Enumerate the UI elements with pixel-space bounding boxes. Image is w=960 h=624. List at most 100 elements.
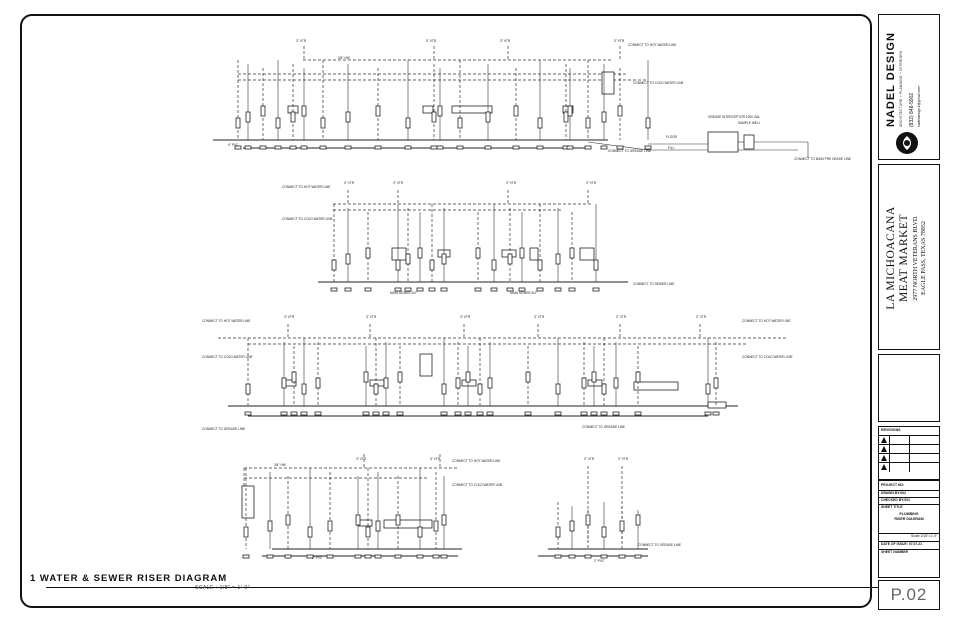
label-vtr-3: 3" VTR	[500, 39, 511, 43]
pipe-tag	[315, 377, 321, 389]
pipe-tag	[365, 526, 371, 538]
pipe-tag	[487, 377, 493, 389]
fitting-tag	[266, 554, 274, 559]
fitting-tag	[580, 411, 588, 416]
revision-triangle-icon	[881, 437, 887, 443]
fitting-tag	[300, 145, 308, 150]
pipe-tag	[569, 247, 575, 259]
label-vtr-17: 3" VTR	[584, 457, 595, 461]
label-vtr-5: 3" VTR	[344, 181, 355, 185]
label-main-sewer-2: MAIN SEWER 3/4"	[510, 291, 537, 295]
footer-rule	[46, 587, 892, 588]
pipe-tag	[457, 117, 463, 129]
drawn-by: DRAWN BY:002	[879, 490, 939, 497]
pipe-tag	[405, 117, 411, 129]
pipe-tag	[519, 247, 525, 259]
pipe-tag	[567, 105, 573, 117]
revision-row	[879, 462, 939, 472]
fitting-tag	[416, 554, 424, 559]
label-hot-water-1: CONNECT TO HOT WATER LINE	[628, 43, 676, 47]
pipe-tag	[397, 371, 403, 383]
fitting-tag	[512, 145, 520, 150]
pipe-tag	[267, 520, 273, 532]
fitting-tag	[454, 411, 462, 416]
revision-row	[879, 435, 939, 445]
pipe-tag	[405, 253, 411, 265]
label-vtr-18: 3" VTR	[618, 457, 629, 461]
project-no: PROJECT NO:	[881, 483, 905, 487]
fitting-tag	[330, 287, 338, 292]
fitting-tag	[314, 411, 322, 416]
pipe-tag	[365, 247, 371, 259]
riser-section-4: 3" VTR 3" VTR CONNECT TO HOT WATER LINE …	[241, 457, 503, 560]
pipe-tag	[345, 111, 351, 123]
label-cold-water-2: CONNECT TO COLD WATER LINE	[282, 217, 333, 221]
riser-section-5: 3" VTR 3" VTR CONNECT TO GREASE LINE 2" …	[538, 457, 681, 563]
pipe-tag	[245, 111, 251, 123]
fitting-tag	[634, 411, 642, 416]
label-vtr-2: 3" VTR	[426, 39, 437, 43]
label-cold-water-1: CONNECT TO COLD WATER LINE	[633, 81, 684, 85]
fitting-tag	[568, 287, 576, 292]
pipe-tag	[563, 111, 569, 123]
pipe-tag	[281, 377, 287, 389]
fitting-tag	[306, 554, 314, 559]
label-hot-water-3b: CONNECT TO HOT WATER LINE	[742, 319, 790, 323]
sheet-title-label: SHEET TITLE	[879, 504, 939, 511]
pipe-tag	[441, 253, 447, 265]
revisions-box: REVISIONS	[878, 426, 940, 480]
sheet-title-2: RISER DIAGRAM	[894, 517, 924, 521]
pipe-tag	[441, 383, 447, 395]
pipe-tag	[619, 520, 625, 532]
label-vtr-6: 3" VTR	[393, 181, 404, 185]
fitting-tag	[464, 411, 472, 416]
pipe-tag	[593, 259, 599, 271]
label-grease-3b: CONNECT TO GREASE LINE	[582, 425, 625, 429]
project-name-line2: MEAT MARKET	[898, 213, 910, 303]
company-name: NADEL DESIGN	[885, 32, 897, 127]
pipe-tag	[713, 377, 719, 389]
fitting-tag	[284, 554, 292, 559]
fitting-tag	[344, 145, 352, 150]
fitting-tag	[486, 411, 494, 416]
fitting-tag	[644, 145, 652, 150]
pipe-tag	[441, 514, 447, 526]
pipe-tag	[555, 253, 561, 265]
pipe-tag	[585, 117, 591, 129]
fitting-tag	[362, 411, 370, 416]
diagram-title: 1 WATER & SEWER RISER DIAGRAM	[30, 573, 228, 584]
fitting-tag	[244, 411, 252, 416]
pipe-tag	[513, 105, 519, 117]
fitting-tag	[474, 287, 482, 292]
sheet-title-1: PLUMBING	[899, 512, 919, 516]
fitting-tag	[396, 411, 404, 416]
pipe-tag	[601, 383, 607, 395]
label-floor: FLOOR	[666, 135, 678, 139]
label-vtr-13: 3" VTR	[616, 315, 627, 319]
logo-mark-icon	[896, 132, 918, 154]
company-email: nadeldesign1@gmail.com	[917, 85, 921, 127]
fitting-tag	[374, 145, 382, 150]
pipe-tag	[285, 514, 291, 526]
label-cold-water-3b: CONNECT TO COLD WATER LINE	[742, 355, 793, 359]
label-vtr-15: 3" VTR	[356, 457, 367, 461]
pipe-tag	[635, 514, 641, 526]
pipe-tag	[433, 520, 439, 532]
sheet-number-label: SHEET NUMBER	[879, 549, 939, 557]
project-address-line2: EAGLE PASS, TEXAS 78852	[921, 221, 927, 295]
pipe-tag	[327, 520, 333, 532]
pipe-tag	[243, 526, 249, 538]
label-sewer-2: CONNECT TO SEWER LINE	[633, 282, 674, 286]
fitting-tag	[354, 554, 362, 559]
fitting-tag	[704, 411, 712, 416]
fitting-tag	[584, 145, 592, 150]
label-sample-well: SAMPLE WELL	[738, 121, 761, 125]
pipe-tag	[331, 259, 337, 271]
fitting-tag	[600, 554, 608, 559]
sheet-number-box: P.02	[878, 580, 940, 610]
blank-box	[878, 354, 940, 422]
revision-triangle-icon	[881, 446, 887, 452]
pipe-tag	[507, 253, 513, 265]
riser-section-2: CONNECT TO HOT WATER LINE CONNECT TO COL…	[282, 181, 674, 295]
fitting-tag	[490, 287, 498, 292]
